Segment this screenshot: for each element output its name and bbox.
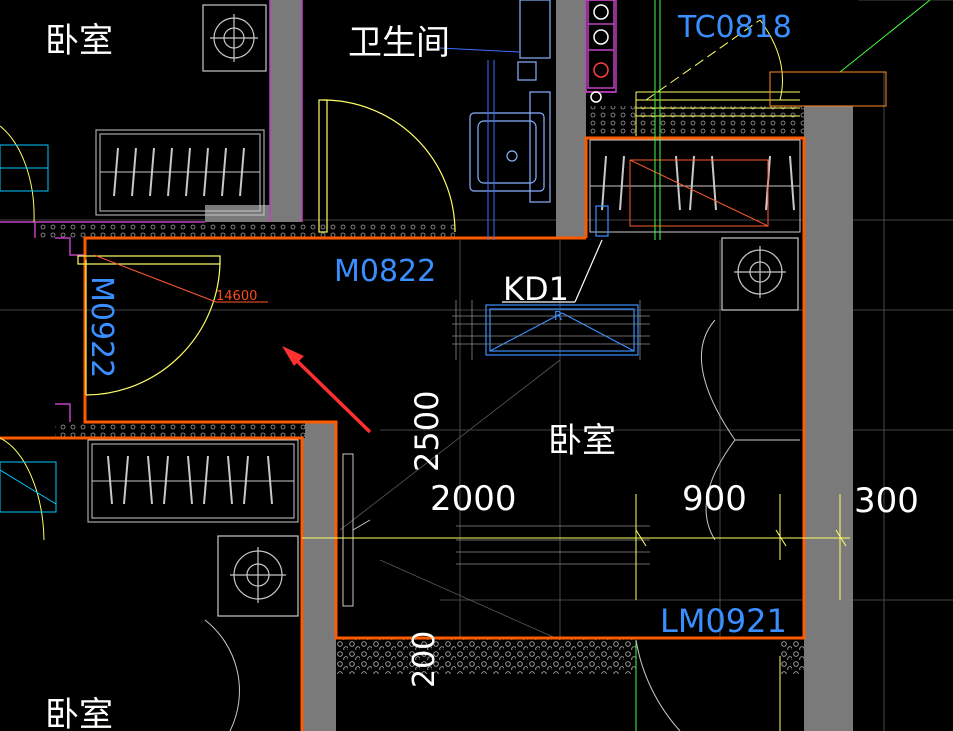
wall-column-bathroom-right: [556, 0, 586, 238]
window-tc0818: [635, 19, 800, 136]
wardrobe-top-left: [95, 129, 265, 216]
green-construction: [635, 0, 931, 731]
door-tag-lm0921: LM0921: [660, 602, 787, 640]
ac-tag-kd1: KD1: [503, 270, 569, 308]
hatch-wall-sill: [585, 0, 617, 93]
room-outlines: [0, 136, 806, 731]
floor-drains: [202, 4, 799, 617]
sliding-door-right: [700, 319, 800, 541]
window-tag-tc0818: TC0818: [677, 10, 792, 45]
drain-icon-top: [202, 4, 267, 72]
dimension-200-bottom: 200: [407, 631, 442, 688]
balcony-vent-stack: [587, 0, 615, 103]
wall-right-long: [804, 106, 853, 731]
blue-vertical-lines: [439, 47, 521, 240]
door-left-arcs: [0, 125, 45, 541]
wardrobe-lower-left: [87, 439, 299, 523]
ac-indoor-unit-kd1: [485, 205, 639, 356]
door-tag-m0822: M0822: [334, 254, 436, 289]
ac-outdoor-unit: [629, 159, 769, 227]
hatch-wall-bottom-right: [780, 640, 804, 674]
door-tag-m0922: M0922: [84, 276, 119, 378]
door-m0922-swing: [77, 255, 221, 396]
ac-tag-r: R: [554, 309, 562, 323]
drain-icon-right: [721, 237, 799, 311]
dimension-2500: 2500: [408, 391, 446, 472]
hatch-wall-bottom: [336, 638, 636, 674]
lower-left-room-outline: [0, 436, 304, 731]
elevation-leader: [93, 254, 268, 303]
hatch-wall-balcony: [586, 106, 804, 136]
door-bathroom-swing: [318, 99, 456, 233]
room-label-bathroom: 卫生间: [348, 23, 450, 63]
orange-thin-lines: [769, 71, 887, 107]
dimension-lines: [302, 494, 850, 731]
wall-column-lower-left: [302, 422, 336, 731]
room-label-bedroom-top-left: 卧室: [45, 21, 113, 61]
dimension-900: 900: [682, 479, 747, 519]
drain-icon-lower-left: [217, 535, 299, 617]
main-room-outline: [83, 136, 806, 640]
room-label-bedroom-main: 卧室: [548, 421, 616, 461]
structural-walls: [205, 0, 853, 731]
left-edge-fixtures: [0, 144, 57, 513]
bathroom-fixtures: [469, 0, 551, 203]
elevation-tag-14600: 14600: [216, 289, 257, 304]
annotation-arrow: [282, 346, 372, 434]
hatch-wall-top: [35, 222, 455, 238]
ac-grid-lines: [452, 300, 650, 565]
dimension-300: 300: [854, 481, 919, 521]
room-label-bedroom-bottom-left: 卧室: [45, 695, 113, 731]
door-lm0921-swing: [204, 619, 681, 731]
sliding-window-left: [342, 453, 371, 607]
hatched-walls: [35, 0, 804, 674]
wall-column-left-top: [270, 0, 302, 222]
hatch-wall-mid: [55, 422, 305, 438]
washbasin-icon: [469, 112, 545, 192]
dimension-2000: 2000: [430, 479, 517, 519]
